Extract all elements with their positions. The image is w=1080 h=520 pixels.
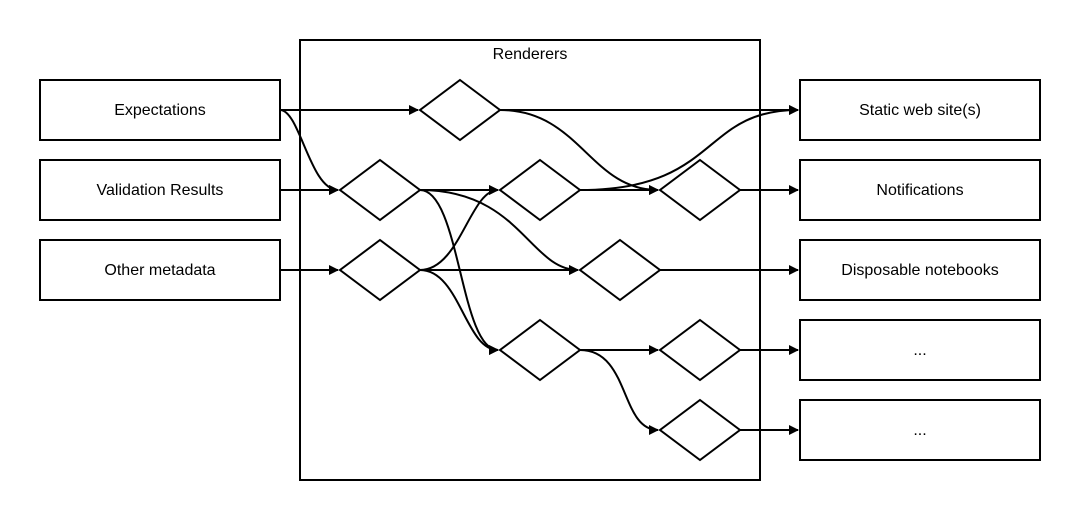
output-box-ellipsis-2: ...: [799, 399, 1041, 461]
input-label: Expectations: [114, 102, 206, 119]
input-box-validation-results: Validation Results: [39, 159, 281, 221]
output-label: Notifications: [876, 182, 963, 199]
output-box-notifications: Notifications: [799, 159, 1041, 221]
connector: [419, 189, 579, 275]
connector: [419, 269, 499, 355]
renderer-diamond: [658, 318, 742, 382]
output-label: Disposable notebooks: [841, 262, 998, 279]
renderer-diamond: [498, 158, 582, 222]
output-box-disposable-notebooks: Disposable notebooks: [799, 239, 1041, 301]
output-box-static-web-sites: Static web site(s): [799, 79, 1041, 141]
renderer-diamond: [498, 318, 582, 382]
output-box-ellipsis-1: ...: [799, 319, 1041, 381]
renderer-diamond: [658, 158, 742, 222]
renderers-label: Renderers: [493, 46, 568, 63]
renderer-diamond: [338, 238, 422, 302]
connector: [579, 349, 659, 435]
renderer-diamond: [578, 238, 662, 302]
input-box-other-metadata: Other metadata: [39, 239, 281, 301]
input-box-expectations: Expectations: [39, 79, 281, 141]
connectors: [279, 105, 799, 435]
input-label: Other metadata: [104, 262, 215, 279]
connector: [579, 105, 799, 191]
renderer-diamond: [418, 78, 502, 142]
renderer-diamonds: [338, 78, 742, 462]
renderer-diamond: [338, 158, 422, 222]
renderer-diamond: [658, 398, 742, 462]
output-label: Static web site(s): [859, 102, 981, 119]
output-label: ...: [913, 342, 926, 359]
connector: [419, 185, 499, 271]
output-label: ...: [913, 422, 926, 439]
connector: [499, 109, 659, 195]
input-label: Validation Results: [97, 182, 224, 199]
